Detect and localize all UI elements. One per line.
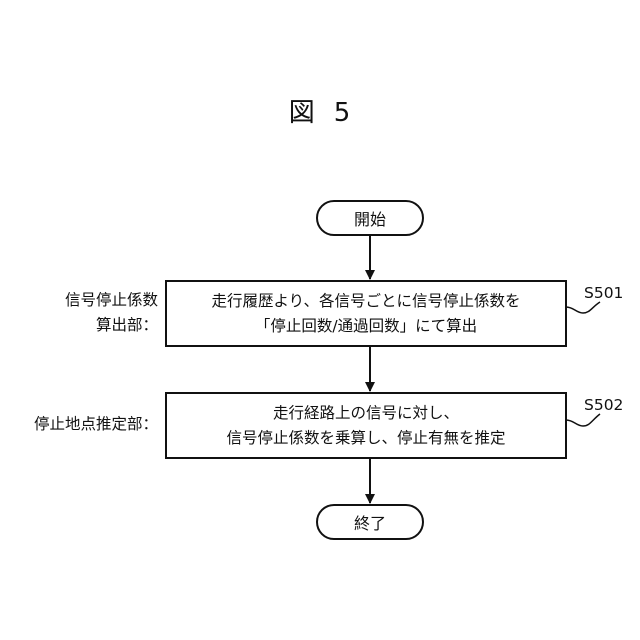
- step-id-s501: S501: [584, 284, 623, 302]
- process-text-line: 信号停止係数を乗算し、停止有無を推定: [226, 426, 505, 451]
- section-label-line: 停止地点推定部：: [10, 412, 158, 437]
- section-label-stop-point-estimation: 停止地点推定部：: [10, 412, 158, 437]
- section-label-line: 信号停止係数: [20, 288, 158, 313]
- step-id-s502: S502: [584, 396, 623, 414]
- start-label: 開始: [354, 206, 386, 230]
- end-label: 終了: [354, 510, 386, 534]
- leader-s501: [566, 302, 600, 313]
- process-box-s502: 走行経路上の信号に対し、 信号停止係数を乗算し、停止有無を推定: [165, 392, 567, 459]
- end-terminal: 終了: [316, 504, 424, 540]
- process-box-s501: 走行履歴より、各信号ごとに信号停止係数を 「停止回数/通過回数」にて算出: [165, 280, 567, 347]
- process-text-line: 走行履歴より、各信号ごとに信号停止係数を: [211, 289, 520, 314]
- section-label-line: 算出部：: [20, 313, 158, 338]
- process-text-line: 「停止回数/通過回数」にて算出: [255, 314, 477, 339]
- process-text-line: 走行経路上の信号に対し、: [273, 401, 459, 426]
- section-label-signal-stop-coefficient: 信号停止係数 算出部：: [20, 288, 158, 338]
- leader-s502: [566, 414, 600, 426]
- start-terminal: 開始: [316, 200, 424, 236]
